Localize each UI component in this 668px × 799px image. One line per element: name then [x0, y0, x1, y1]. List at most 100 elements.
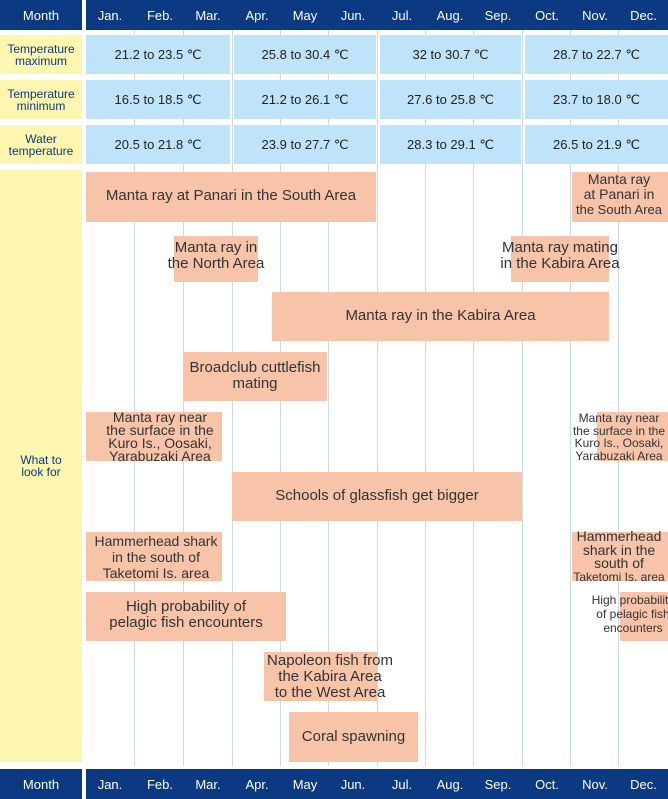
temp-max-cell: 21.2 to 23.5 ℃ [86, 35, 230, 74]
header-month: Nov. [582, 7, 608, 23]
event-label: Schools of glassfish get bigger [232, 488, 522, 504]
footer-month: Apr. [245, 776, 269, 792]
event-label-line: to the West Area [274, 684, 386, 701]
event-bar [597, 412, 668, 461]
temp-max-cell: 32 to 30.7 ℃ [380, 35, 521, 74]
event-label: Broadclub cuttlefish mating [170, 360, 340, 392]
event-label-line: the North Area [167, 255, 265, 272]
event-bar [86, 412, 222, 461]
water-temp-cell: 26.5 to 21.9 ℃ [525, 125, 668, 164]
row-label-line: What to [20, 453, 62, 467]
row-label-line: look for [21, 465, 61, 479]
event-label-line: shark in the [582, 541, 656, 558]
event-label-line: Yarabuzaki Area [575, 448, 663, 463]
footer-month: May [292, 776, 318, 792]
event-bar [86, 532, 222, 581]
event-label-line: Hammerhead [576, 528, 662, 544]
footer-month: Sep. [484, 776, 512, 792]
event-label: Napoleon fish from the Kabira Area to th… [240, 653, 420, 701]
event-bar [183, 352, 327, 401]
footer-month: Feb. [146, 776, 173, 792]
event-label-line: Manta ray near [578, 411, 660, 425]
header-month: Feb. [146, 7, 173, 23]
row-label-line: Temperature [7, 86, 75, 101]
event-label-line: the Kabira Area [278, 668, 382, 685]
footer-month: Jan. [97, 776, 123, 792]
row-label-line: Water [25, 131, 57, 146]
footer-month: Oct. [535, 776, 559, 792]
event-bar [620, 592, 668, 641]
footer-corner-label: Month [22, 776, 60, 792]
temp-min-cell: 21.2 to 26.1 ℃ [234, 80, 376, 119]
footer-month: Mar. [195, 776, 221, 792]
grid-line [618, 30, 619, 766]
event-label: High probability of pelagic fish encount… [76, 599, 296, 631]
event-label: High probability of pelagic fish encount… [580, 593, 668, 635]
temp-min-cell: 27.6 to 25.8 ℃ [380, 80, 521, 119]
event-label-line: Kuro Is., Oosaki, [108, 435, 212, 451]
event-label-line: pelagic fish encounters [109, 614, 263, 631]
event-bar [572, 172, 668, 222]
event-label-line: south of [594, 555, 644, 571]
event-label-line: Taketomi Is. area [573, 569, 665, 584]
event-label-line: Hammerhead shark [94, 533, 218, 549]
grid-line [377, 30, 378, 766]
water-temp-cell: 20.5 to 21.8 ℃ [86, 125, 230, 164]
header-month: Apr. [245, 7, 269, 23]
event-bar [289, 712, 418, 762]
event-label: Manta ray in the Kabira Area [272, 308, 609, 324]
event-label: Manta ray in the North Area [148, 240, 284, 272]
event-label: Manta ray near the surface in the Kuro I… [80, 409, 240, 464]
event-bar [264, 652, 377, 701]
footer-month: Dec. [630, 776, 657, 792]
row-label-line: Temperature [7, 41, 75, 56]
event-label-line: of pelagic fish [596, 607, 668, 621]
event-label: Manta ray at Panari in the South Area [86, 188, 376, 204]
event-label-line: Taketomi Is. area [102, 565, 210, 581]
event-label: Manta ray near the surface in the Kuro I… [566, 412, 668, 462]
temp-max-cell: 25.8 to 30.4 ℃ [234, 35, 376, 74]
water-temp-cell: 28.3 to 29.1 ℃ [380, 125, 521, 164]
event-label-line: the surface in the [106, 422, 214, 438]
event-label-line: in the Kabira Area [500, 255, 620, 272]
event-label-line: Kuro Is., Oosaki, [574, 436, 664, 450]
footer-month: Jun. [340, 776, 366, 792]
grid-line [570, 30, 571, 766]
event-label: Manta ray mating in the Kabira Area [480, 240, 640, 272]
event-label-line: mating [232, 375, 278, 392]
header-month: Sep. [484, 7, 512, 23]
event-label-line: High probability of [125, 598, 247, 615]
header-month: Jul. [391, 7, 413, 23]
header-month: Oct. [535, 7, 559, 23]
temp-min-cell: 23.7 to 18.0 ℃ [525, 80, 668, 119]
event-label-line: encounters [603, 621, 663, 635]
event-label-line: High probability [591, 593, 668, 607]
event-bar [511, 236, 609, 282]
event-bar [86, 172, 376, 222]
event-label-line: Manta ray in [174, 239, 258, 256]
water-temp-cell: 23.9 to 27.7 ℃ [234, 125, 376, 164]
header-month: Jan. [97, 7, 123, 23]
header-month: Mar. [195, 7, 221, 23]
event-label: Hammerhead shark in the south of Taketom… [80, 533, 232, 581]
event-label-line: Broadclub cuttlefish [189, 359, 321, 376]
grid-line [328, 30, 329, 766]
header-month: Aug. [436, 7, 464, 23]
event-label: Coral spawning [289, 729, 418, 745]
event-label-line: Schools of glassfish get bigger [275, 487, 479, 504]
event-label-line: the surface in the [572, 423, 666, 438]
row-label-line: temperature [8, 143, 74, 158]
header-month: Dec. [630, 7, 657, 23]
event-bar [272, 292, 609, 341]
event-label-line: Manta ray near [112, 409, 208, 425]
event-label-line: Yarabuzaki Area [109, 448, 211, 464]
event-bar [86, 592, 286, 641]
event-label-line: Coral spawning [301, 728, 406, 745]
header-corner-label: Month [22, 7, 60, 23]
event-bar [232, 472, 522, 521]
event-label-line: Manta ray in the Kabira Area [345, 307, 536, 324]
grid-line [522, 30, 523, 766]
